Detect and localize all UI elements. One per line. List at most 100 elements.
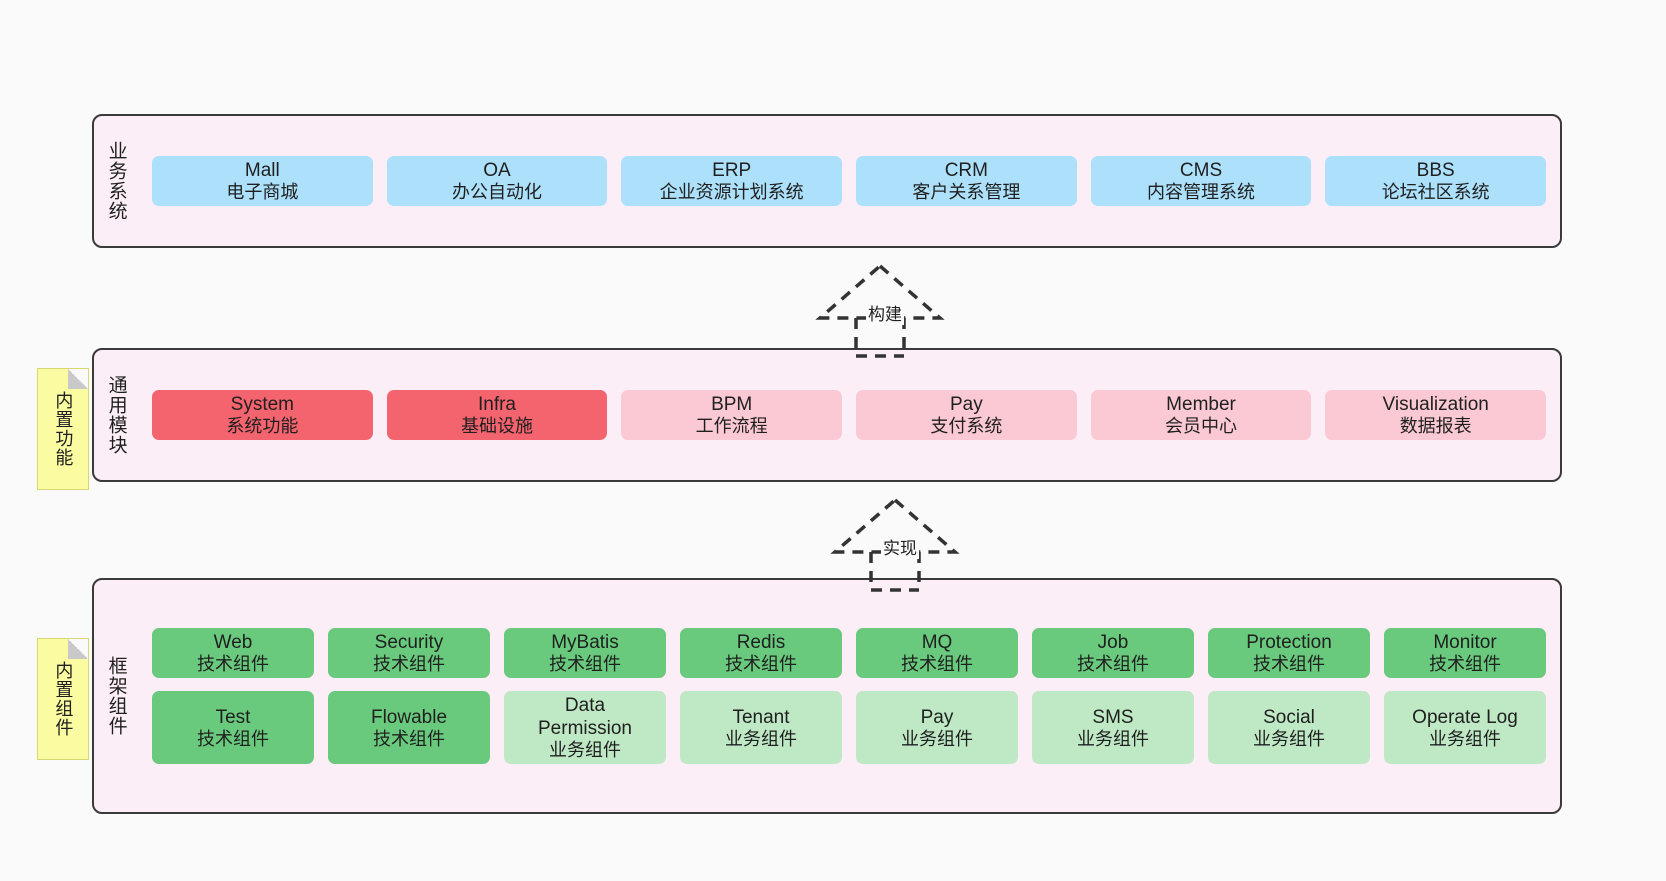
system-box-erp[interactable]: ERP 企业资源计划系统 [621,155,843,207]
box-title: MyBatis [551,631,619,653]
box-subtitle: 会员中心 [1165,415,1238,436]
box-title: Mall [244,159,280,181]
box-subtitle: 业务组件 [1253,728,1325,749]
system-box-mall[interactable]: Mall 电子商城 [152,155,373,207]
component-box-security[interactable]: Security 技术组件 [328,627,490,679]
component-box-pay[interactable]: Pay 业务组件 [856,691,1018,765]
box-subtitle: 业务组件 [901,728,973,749]
component-box-social[interactable]: Social 业务组件 [1208,691,1370,765]
connector-build: 构建 [800,262,960,358]
box-title: BPM [711,393,753,415]
component-box-mybatis[interactable]: MyBatis 技术组件 [504,627,666,679]
box-subtitle: 技术组件 [1253,653,1325,674]
module-box-visualization[interactable]: Visualization 数据报表 [1325,389,1547,441]
component-box-web[interactable]: Web 技术组件 [152,627,314,679]
box-row: Mall 电子商城 OA 办公自动化 ERP 企业资源计划系统 CRM 客户关系… [152,155,1547,207]
layer-body-common-modules: System 系统功能 Infra 基础设施 BPM 工作流程 Pay 支付系统… [138,350,1560,480]
note-text: 内置组件 [53,661,74,737]
note-text: 内置功能 [53,391,74,467]
component-box-tenant[interactable]: Tenant 业务组件 [680,691,842,765]
box-subtitle: 技术组件 [197,728,269,749]
box-subtitle: 数据报表 [1399,415,1472,436]
box-subtitle: 技术组件 [901,653,973,674]
box-title: OA [483,159,511,181]
component-box-protection[interactable]: Protection 技术组件 [1208,627,1370,679]
box-title: SMS [1092,706,1134,728]
module-box-infra[interactable]: Infra 基础设施 [386,389,608,441]
box-title: Visualization [1382,393,1489,415]
box-title: CRM [944,159,988,181]
box-subtitle: 技术组件 [1077,653,1149,674]
box-subtitle: 业务组件 [1429,728,1501,749]
box-subtitle: 技术组件 [373,653,445,674]
module-box-bpm[interactable]: BPM 工作流程 [621,389,843,441]
box-title: Pay [949,393,983,415]
box-subtitle: 客户关系管理 [912,181,1021,202]
component-box-operate-log[interactable]: Operate Log 业务组件 [1384,691,1546,765]
box-subtitle: 技术组件 [1429,653,1501,674]
system-box-bbs[interactable]: BBS 论坛社区系统 [1325,155,1547,207]
system-box-cms[interactable]: CMS 内容管理系统 [1090,155,1312,207]
box-title: Operate Log [1412,706,1518,728]
box-title: Pay [920,706,954,728]
box-title: Infra [477,393,517,415]
box-subtitle: 系统功能 [226,415,299,436]
module-box-system[interactable]: System 系统功能 [152,389,373,441]
box-subtitle: 论坛社区系统 [1381,181,1490,202]
box-title: Flowable [370,706,448,728]
box-title: ERP [712,159,752,181]
box-title: BBS [1416,159,1455,181]
layer-framework-components: 框架组件 Web 技术组件 Security 技术组件 MyBatis 技术组件… [92,578,1562,814]
component-box-redis[interactable]: Redis 技术组件 [680,627,842,679]
box-title: Data Permission [538,695,632,739]
connector-implement: 实现 [815,496,975,592]
module-box-member[interactable]: Member 会员中心 [1090,389,1312,441]
box-title: Protection [1246,631,1332,653]
box-title: Social [1263,706,1315,728]
component-box-mq[interactable]: MQ 技术组件 [856,627,1018,679]
box-title: CMS [1179,159,1223,181]
box-subtitle: 内容管理系统 [1147,181,1256,202]
system-box-crm[interactable]: CRM 客户关系管理 [856,155,1077,207]
component-box-flowable[interactable]: Flowable 技术组件 [328,691,490,765]
box-title: System [230,393,295,415]
box-subtitle: 基础设施 [461,415,533,436]
box-title: Tenant [732,706,790,728]
layer-title-business-systems: 业务系统 [105,141,127,221]
layer-title-common-modules: 通用模块 [105,375,127,455]
box-subtitle: 电子商城 [226,181,299,202]
note-builtin-features: 内置功能 [37,368,89,490]
box-subtitle: 业务组件 [549,739,621,760]
layer-title-framework-components: 框架组件 [105,656,127,736]
box-subtitle: 企业资源计划系统 [659,181,804,202]
box-title: Test [215,706,251,728]
component-box-test[interactable]: Test 技术组件 [152,691,314,765]
box-row-business: Test 技术组件 Flowable 技术组件 Data Permission … [152,691,1546,765]
box-row-technical: Web 技术组件 Security 技术组件 MyBatis 技术组件 Redi… [152,627,1546,679]
box-title: Job [1097,631,1129,653]
box-subtitle: 技术组件 [197,653,269,674]
box-title: MQ [921,631,953,653]
component-box-data-permission[interactable]: Data Permission 业务组件 [504,691,666,765]
box-subtitle: 支付系统 [930,415,1003,436]
box-title: Redis [736,631,786,653]
module-box-pay[interactable]: Pay 支付系统 [856,389,1077,441]
layer-common-modules: 通用模块 System 系统功能 Infra 基础设施 BPM 工作流程 Pay… [92,348,1562,482]
connector-label-implement: 实现 [881,534,919,559]
connector-label-build: 构建 [866,300,904,325]
box-subtitle: 技术组件 [549,653,621,674]
box-title: Member [1166,393,1236,415]
box-subtitle: 工作流程 [695,415,768,436]
component-box-monitor[interactable]: Monitor 技术组件 [1384,627,1546,679]
component-box-job[interactable]: Job 技术组件 [1032,627,1194,679]
box-subtitle: 业务组件 [725,728,797,749]
box-title: Monitor [1433,631,1497,653]
component-box-sms[interactable]: SMS 业务组件 [1032,691,1194,765]
system-box-oa[interactable]: OA 办公自动化 [386,155,608,207]
box-title: Security [374,631,444,653]
layer-body-business-systems: Mall 电子商城 OA 办公自动化 ERP 企业资源计划系统 CRM 客户关系… [138,116,1560,246]
box-title: Web [213,631,253,653]
layer-business-systems: 业务系统 Mall 电子商城 OA 办公自动化 ERP 企业资源计划系统 CRM… [92,114,1562,248]
box-row: System 系统功能 Infra 基础设施 BPM 工作流程 Pay 支付系统… [152,389,1547,441]
